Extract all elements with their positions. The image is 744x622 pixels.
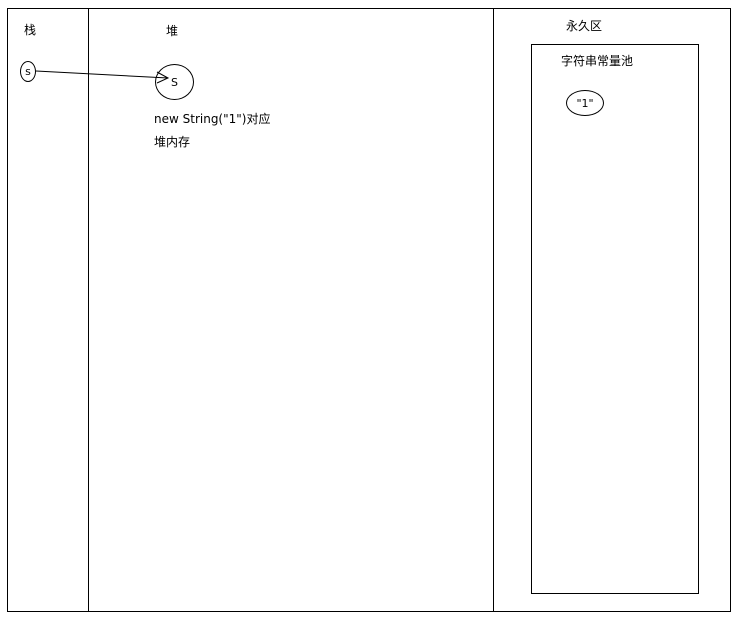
pool-title: 字符串常量池 <box>561 54 634 68</box>
pool-string-literal: "1" <box>566 90 604 116</box>
memory-diagram-frame <box>7 8 731 612</box>
heap-object-label: S <box>171 75 178 89</box>
heap-string-object: S <box>155 64 194 100</box>
string-constant-pool <box>531 44 699 594</box>
stack-variable-s: s <box>20 61 36 82</box>
pool-item-label: "1" <box>576 96 594 110</box>
stack-variable-label: s <box>25 65 31 78</box>
permanent-title: 永久区 <box>566 19 603 33</box>
heap-caption-line1: new String("1")对应 <box>154 112 271 126</box>
heap-permanent-divider <box>493 8 494 612</box>
heap-title: 堆 <box>166 24 179 38</box>
stack-title: 栈 <box>24 23 37 37</box>
heap-caption-line2: 堆内存 <box>154 135 191 149</box>
stack-heap-divider <box>88 8 89 612</box>
